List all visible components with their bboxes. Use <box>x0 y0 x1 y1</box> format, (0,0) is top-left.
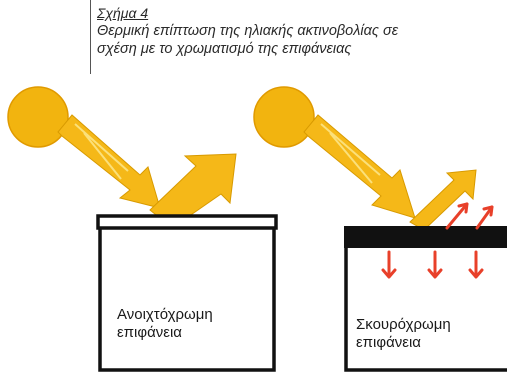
dark-label-line-1: Σκουρόχρωμη <box>356 316 451 333</box>
light-label-line-1: Ανοιχτόχρωμη <box>117 306 213 323</box>
left-sun-icon <box>7 86 69 148</box>
heat-emitted-arrows <box>445 202 494 230</box>
light-surface-box <box>98 216 276 372</box>
caption-line-1: Θερμική επίπτωση της ηλιακής ακτινοβολία… <box>97 23 399 39</box>
dark-surface-label: Σκουρόχρωμη επιφάνεια <box>356 316 506 352</box>
light-surface-label: Ανοιχτόχρωμη επιφάνεια <box>117 306 267 342</box>
light-surface-panel <box>7 86 278 372</box>
dark-label-line-2: επιφάνεια <box>356 334 421 351</box>
dark-surface-box <box>344 226 507 372</box>
dark-surface-top <box>344 226 507 248</box>
dark-surface-panel <box>253 86 507 372</box>
right-sun-icon <box>253 86 315 148</box>
light-surface-top <box>96 214 278 230</box>
caption-line-2: σχέση με το χρωματισμό της επιφάνειας <box>97 41 352 57</box>
right-reflected-ray <box>409 169 477 231</box>
figure-caption: Σχήμα 4 Θερμική επίπτωση της ηλιακής ακτ… <box>90 0 507 74</box>
right-incoming-ray <box>303 114 416 219</box>
light-label-line-2: επιφάνεια <box>117 324 182 341</box>
heat-absorbed-arrows <box>381 250 484 279</box>
figure-label: Σχήμα 4 <box>97 5 149 21</box>
left-incoming-ray <box>57 114 161 209</box>
